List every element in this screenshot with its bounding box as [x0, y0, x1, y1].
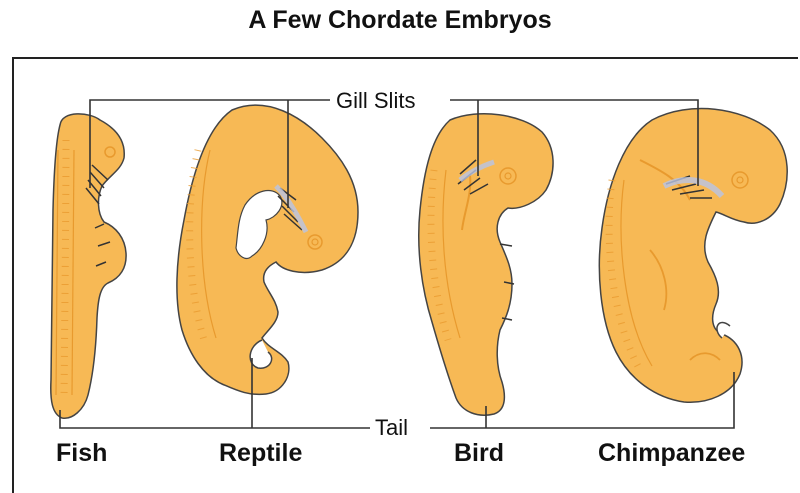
bird-label: Bird: [454, 441, 504, 466]
tail-label: Tail: [372, 417, 411, 439]
bird-embryo: [419, 114, 553, 415]
chimpanzee-embryo: [599, 109, 787, 403]
fish-embryo: [51, 114, 126, 418]
chimpanzee-label: Chimpanzee: [598, 441, 745, 466]
reptile-label: Reptile: [219, 441, 302, 466]
reptile-embryo: [177, 105, 358, 394]
gill-slits-callout-lines: [90, 100, 698, 208]
fish-label: Fish: [56, 441, 107, 466]
gill-slits-label: Gill Slits: [333, 90, 418, 112]
